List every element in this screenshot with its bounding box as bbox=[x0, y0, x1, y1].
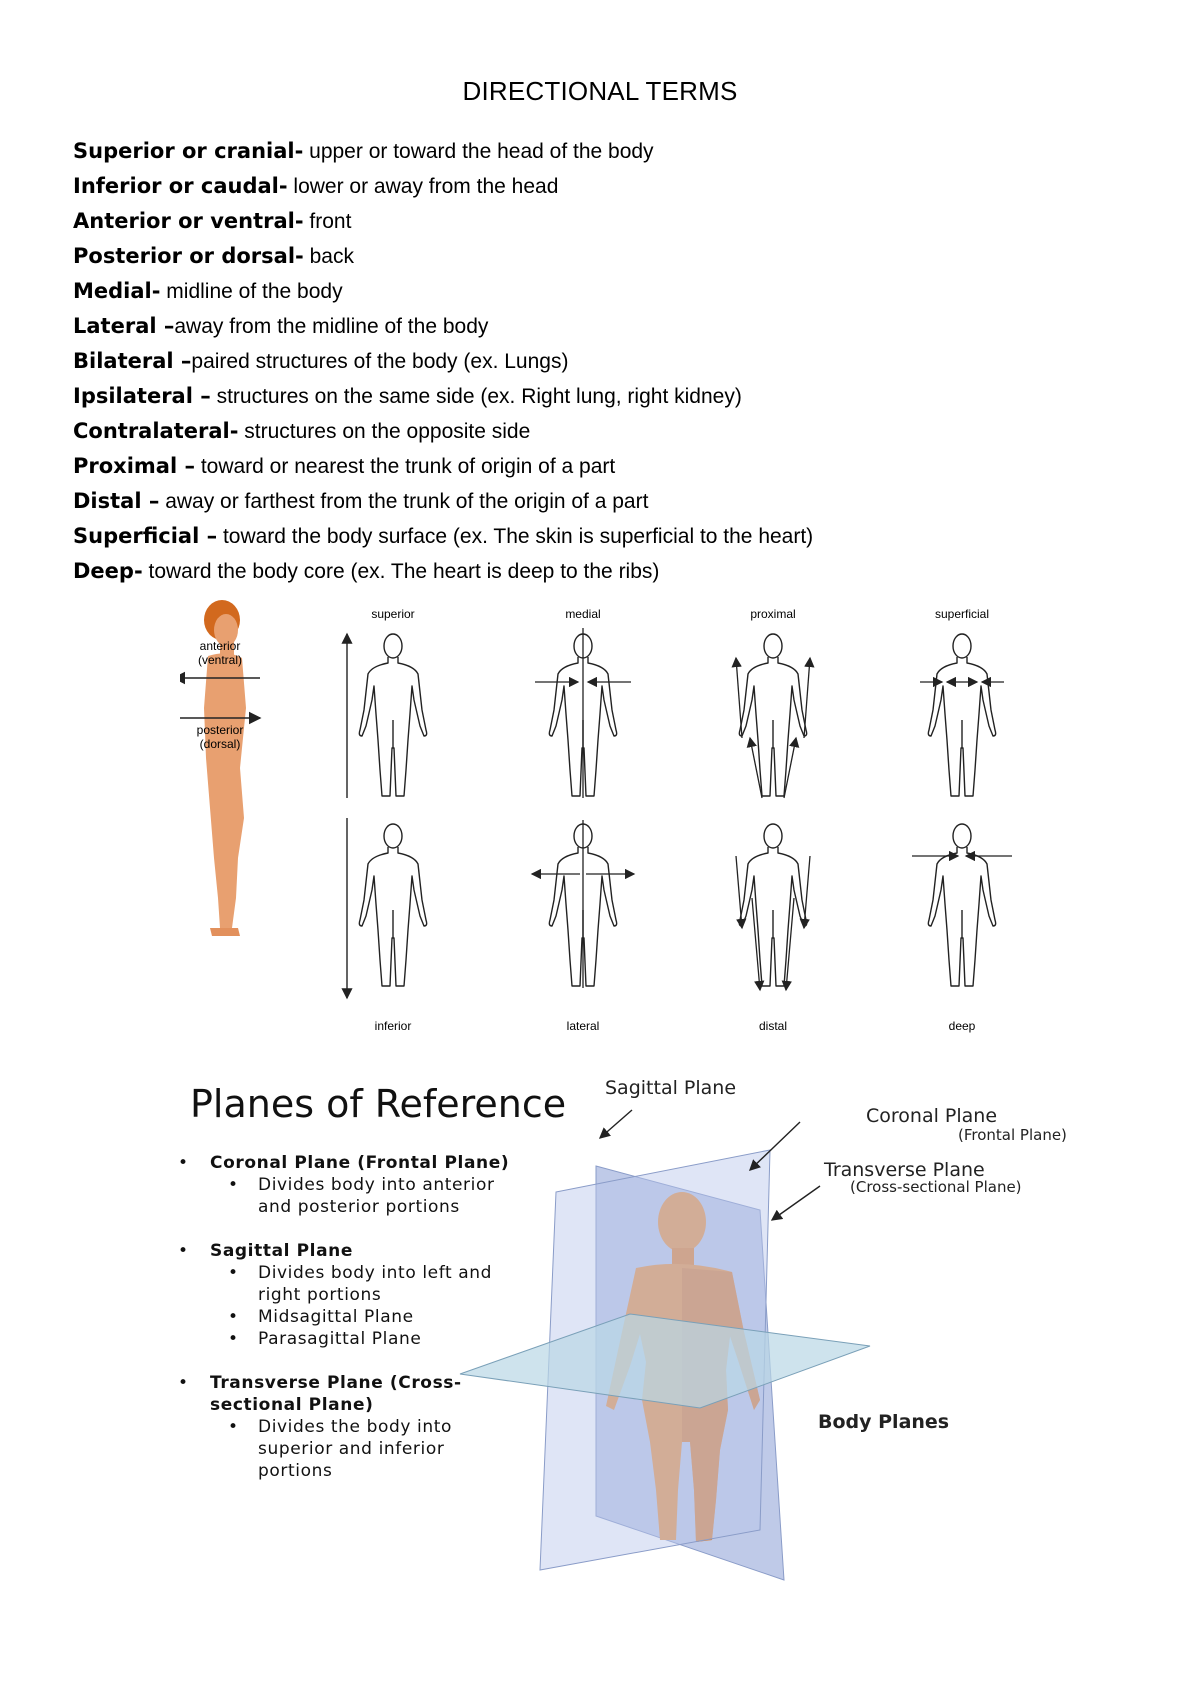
term-definition: paired structures of the body (ex. Lungs… bbox=[191, 350, 569, 373]
term-name: Lateral – bbox=[73, 314, 175, 338]
term-name: Distal – bbox=[73, 489, 160, 513]
term-name: Ipsilateral – bbox=[73, 384, 211, 408]
superficial-deep-arrows bbox=[912, 676, 1012, 862]
label-distal: distal bbox=[759, 1019, 787, 1033]
transverse-heading-continued: sectional Plane) bbox=[170, 1394, 560, 1416]
dorsal-label: (dorsal) bbox=[200, 737, 241, 751]
term-definition: front bbox=[303, 210, 352, 233]
term-row: Anterior or ventral- front bbox=[73, 203, 1153, 238]
sagittal-pointer bbox=[598, 1109, 633, 1139]
coronal-pointer bbox=[748, 1121, 801, 1171]
side-view-person bbox=[204, 600, 246, 936]
body-outline bbox=[358, 823, 428, 987]
medial-arrows bbox=[530, 628, 636, 988]
coronal-item: Divides body into anterior bbox=[170, 1174, 560, 1196]
body-outline bbox=[738, 633, 808, 797]
label-superior: superior bbox=[371, 607, 414, 621]
term-name: Deep- bbox=[73, 559, 143, 583]
label-inferior: inferior bbox=[375, 1019, 412, 1033]
term-definition: back bbox=[303, 245, 354, 268]
transverse-item-continued: superior and inferior bbox=[170, 1438, 560, 1460]
term-row: Ipsilateral – structures on the same sid… bbox=[73, 378, 1153, 413]
label-proximal: proximal bbox=[750, 607, 795, 621]
transverse-pointer bbox=[770, 1185, 821, 1221]
term-name: Proximal – bbox=[73, 454, 195, 478]
directional-figure: anterior (ventral) posterior (dorsal) su… bbox=[180, 598, 1040, 1038]
label-superficial: superficial bbox=[935, 607, 989, 621]
ventral-label: (ventral) bbox=[198, 653, 242, 667]
anterior-label: anterior bbox=[200, 639, 241, 653]
transverse-heading: Transverse Plane (Cross- bbox=[170, 1372, 560, 1394]
term-definition: lower or away from the head bbox=[287, 175, 559, 198]
sagittal-heading: Sagittal Plane bbox=[170, 1240, 560, 1262]
term-row: Posterior or dorsal- back bbox=[73, 238, 1153, 273]
page-title: DIRECTIONAL TERMS bbox=[462, 76, 738, 106]
term-row: Distal – away or farthest from the trunk… bbox=[73, 483, 1153, 518]
sagittal-item: Divides body into left and bbox=[170, 1262, 560, 1284]
term-definition: toward or nearest the trunk of origin of… bbox=[194, 455, 616, 478]
term-row: Inferior or caudal- lower or away from t… bbox=[73, 168, 1153, 203]
coronal-heading: Coronal Plane (Frontal Plane) bbox=[170, 1152, 560, 1174]
body-planes-illustration: Sagittal Plane Coronal Plane (Frontal Pl… bbox=[459, 1077, 1067, 1581]
terms-list: Superior or cranial- upper or toward the… bbox=[73, 133, 1153, 588]
body-outline bbox=[927, 633, 997, 797]
planes-title: Planes of Reference bbox=[190, 1082, 567, 1126]
midsagittal-item: Midsagittal Plane bbox=[170, 1306, 560, 1328]
term-name: Anterior or ventral- bbox=[73, 209, 304, 233]
term-name: Posterior or dorsal- bbox=[73, 244, 304, 268]
parasagittal-item: Parasagittal Plane bbox=[170, 1328, 560, 1350]
transverse-plane bbox=[459, 1313, 871, 1409]
transverse-item-text: superior and inferior bbox=[258, 1439, 445, 1459]
posterior-label: posterior bbox=[197, 723, 244, 737]
term-definition: toward the body surface (ex. The skin is… bbox=[217, 525, 814, 548]
body-outline bbox=[738, 823, 808, 987]
frontal-label: (Frontal Plane) bbox=[958, 1126, 1067, 1144]
proximal-distal-arrows bbox=[731, 656, 815, 992]
term-definition: away or farthest from the trunk of the o… bbox=[159, 490, 649, 513]
label-lateral: lateral bbox=[567, 1019, 600, 1033]
term-name: Bilateral – bbox=[73, 349, 192, 373]
term-definition: away from the midline of the body bbox=[174, 315, 489, 338]
term-name: Inferior or caudal- bbox=[73, 174, 288, 198]
body-planes-caption: Body Planes bbox=[818, 1411, 949, 1433]
transverse-item: Divides the body into bbox=[170, 1416, 560, 1438]
transverse-label: Transverse Plane bbox=[823, 1159, 985, 1181]
term-row: Superior or cranial- upper or toward the… bbox=[73, 133, 1153, 168]
term-row: Bilateral –paired structures of the body… bbox=[73, 343, 1153, 378]
label-medial: medial bbox=[565, 607, 600, 621]
coronal-item-continued: and posterior portions bbox=[170, 1196, 560, 1218]
term-row: Superficial – toward the body surface (e… bbox=[73, 518, 1153, 553]
term-row: Medial- midline of the body bbox=[73, 273, 1153, 308]
cross-sectional-label: (Cross-sectional Plane) bbox=[850, 1178, 1022, 1196]
transverse-item-text: portions bbox=[258, 1461, 333, 1481]
term-definition: structures on the same side (ex. Right l… bbox=[210, 385, 742, 408]
label-deep: deep bbox=[949, 1019, 976, 1033]
term-definition: toward the body core (ex. The heart is d… bbox=[142, 560, 660, 583]
term-name: Contralateral- bbox=[73, 419, 239, 443]
planes-bullet-list: Coronal Plane (Frontal Plane) Divides bo… bbox=[170, 1152, 560, 1482]
term-row: Proximal – toward or nearest the trunk o… bbox=[73, 448, 1153, 483]
planes-section: Sagittal Plane Coronal Plane (Frontal Pl… bbox=[160, 1070, 1120, 1590]
term-name: Superficial – bbox=[73, 524, 218, 548]
sagittal-item-continued: right portions bbox=[170, 1284, 560, 1306]
transverse-heading-text: sectional Plane) bbox=[210, 1395, 374, 1415]
transverse-item-continued: portions bbox=[170, 1460, 560, 1482]
sagittal-label: Sagittal Plane bbox=[605, 1077, 736, 1099]
coronal-item-text: and posterior portions bbox=[258, 1197, 460, 1217]
term-definition: upper or toward the head of the body bbox=[303, 140, 654, 163]
coronal-label: Coronal Plane bbox=[866, 1105, 997, 1127]
body-outline bbox=[927, 823, 997, 987]
sagittal-item-text: right portions bbox=[258, 1285, 382, 1305]
term-name: Superior or cranial- bbox=[73, 139, 304, 163]
body-outline bbox=[358, 633, 428, 797]
term-row: Deep- toward the body core (ex. The hear… bbox=[73, 553, 1153, 588]
term-definition: midline of the body bbox=[160, 280, 343, 303]
directional-figure-svg: anterior (ventral) posterior (dorsal) su… bbox=[180, 600, 1012, 1033]
term-name: Medial- bbox=[73, 279, 161, 303]
term-row: Lateral –away from the midline of the bo… bbox=[73, 308, 1153, 343]
term-row: Contralateral- structures on the opposit… bbox=[73, 413, 1153, 448]
term-definition: structures on the opposite side bbox=[238, 420, 531, 443]
